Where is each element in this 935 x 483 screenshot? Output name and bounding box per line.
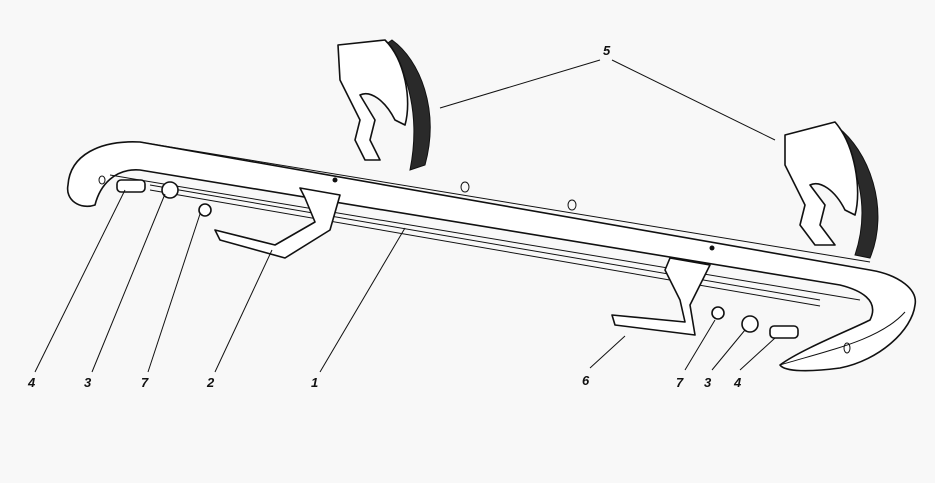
bumper-guard-right (784, 121, 879, 259)
callout-4-right: 4 (733, 375, 742, 390)
bumper-guard-left (337, 39, 431, 171)
callout-3-right: 3 (704, 375, 712, 390)
callout-6: 6 (582, 373, 590, 388)
callout-1: 1 (311, 375, 318, 390)
leader-lines (34, 59, 776, 373)
callout-3-left: 3 (84, 375, 92, 390)
callout-5: 5 (603, 43, 611, 58)
spacer-right (769, 325, 799, 339)
spacer-left (116, 179, 146, 193)
callout-7-left: 7 (141, 375, 149, 390)
bracket-left (214, 187, 341, 259)
callout-2: 2 (206, 375, 215, 390)
callout-4-left: 4 (27, 375, 36, 390)
bracket-right (611, 257, 711, 336)
callout-7-right: 7 (676, 375, 684, 390)
washer-left (161, 181, 179, 199)
nut-left (198, 203, 212, 217)
bumper-beam (66, 141, 917, 372)
washer-right (741, 315, 759, 333)
nut-right (711, 306, 725, 320)
